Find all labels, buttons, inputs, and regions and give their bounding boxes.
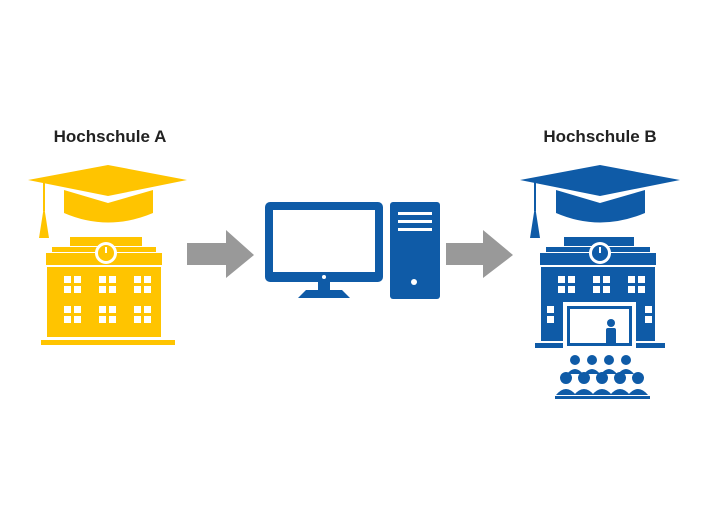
arrow-right-icon: [446, 230, 513, 278]
lecture-board-icon: [563, 302, 636, 350]
arrow-right-icon: [187, 230, 254, 278]
mortarboard-icon: [28, 165, 187, 238]
monitor-icon: [265, 202, 383, 298]
mortarboard-icon: [520, 165, 680, 238]
audience-icon: [555, 355, 650, 399]
lecturer-icon: [606, 319, 616, 346]
tower-icon: [390, 202, 440, 299]
building-icon: [535, 237, 665, 350]
university-a-icon: [28, 165, 187, 345]
label-hochschule-b: Hochschule B: [543, 127, 657, 146]
label-hochschule-a: Hochschule A: [53, 127, 167, 146]
university-b-icon: [520, 165, 680, 399]
building-icon: [41, 237, 175, 345]
desktop-computer-icon: [265, 202, 440, 299]
